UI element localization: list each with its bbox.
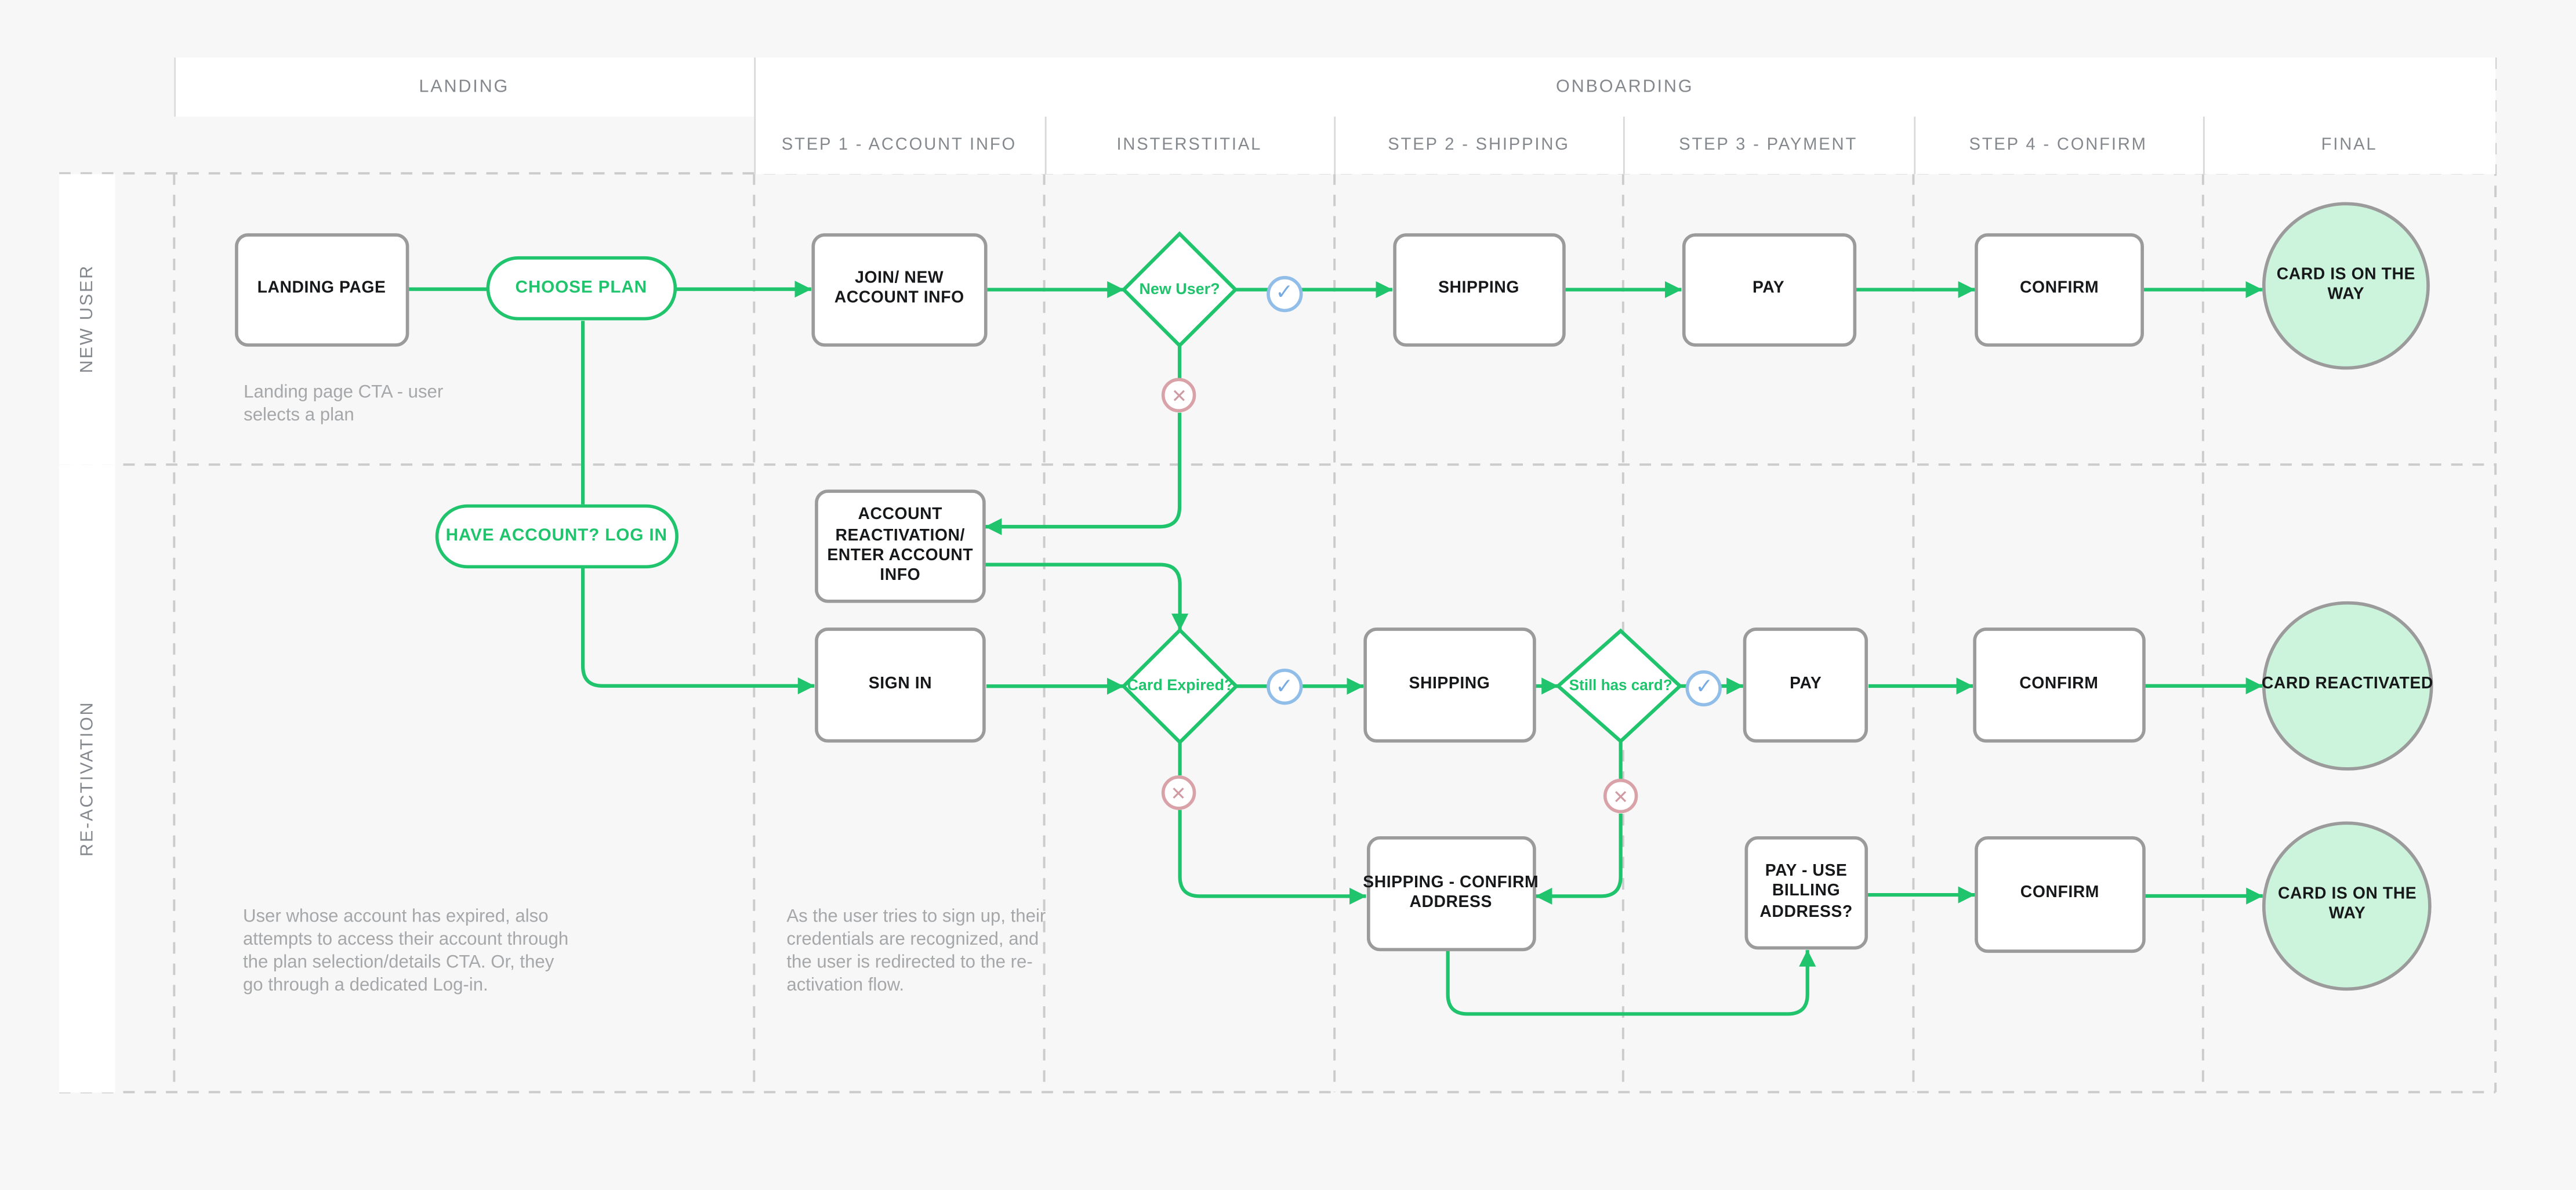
check-glyph: ✓	[1695, 675, 1714, 701]
column-header-interstitial: INSTERSTITIAL	[1116, 135, 1262, 154]
header-separator	[754, 57, 756, 173]
node-landing-page: LANDING PAGE	[235, 233, 408, 347]
lane-reactivation: RE-ACTIVATION	[59, 465, 115, 1093]
node-card-on-the-way-2: CARD IS ON THE WAY	[2262, 821, 2432, 991]
node-pay-use-billing: PAY - USE BILLING ADDRESS?	[1745, 836, 1868, 950]
no-cross-icon: ✕	[1603, 779, 1638, 814]
column-header-step3: STEP 3 - PAYMENT	[1679, 135, 1858, 154]
yes-check-icon: ✓	[1266, 275, 1302, 311]
node-card-on-the-way-1: CARD IS ON THE WAY	[2262, 202, 2430, 370]
column-header-step4: STEP 4 - CONFIRM	[1969, 135, 2147, 154]
node-pay-1: PAY	[1681, 233, 1856, 347]
lane-new-user: NEW USER	[59, 173, 115, 465]
node-pay-2: PAY	[1743, 628, 1868, 742]
cross-glyph: ✕	[1612, 785, 1629, 808]
no-cross-icon: ✕	[1162, 378, 1197, 413]
decision-diamonds	[1120, 231, 1683, 745]
node-card-expired-question: Card Expired?	[1127, 676, 1234, 694]
node-shipping-confirm-address: SHIPPING - CONFIRM ADDRESS	[1363, 837, 1539, 951]
annotation-redirect: As the user tries to sign up, their cred…	[786, 906, 1046, 996]
node-shipping-1: SHIPPING	[1392, 233, 1566, 347]
column-separator	[1913, 115, 1915, 173]
annotation-expired-user: User whose account has expired, also att…	[242, 906, 569, 996]
node-still-has-card-question: Still has card?	[1569, 677, 1672, 694]
no-cross-icon: ✕	[1161, 775, 1196, 810]
node-have-account-login: HAVE ACCOUNT? LOG IN	[435, 504, 679, 568]
node-join-new-account: JOIN/ NEW ACCOUNT INFO	[811, 233, 988, 347]
node-account-reactivation: ACCOUNT REACTIVATION/ ENTER ACCOUNT INFO	[815, 490, 985, 603]
column-header-step2: STEP 2 - SHIPPING	[1388, 135, 1570, 154]
column-separator	[2203, 115, 2205, 173]
header-onboarding: ONBOARDING	[1556, 77, 1694, 97]
node-confirm-2: CONFIRM	[1973, 628, 2145, 742]
column-separator	[1044, 115, 1046, 173]
column-header-final: FINAL	[2321, 135, 2378, 154]
column-separator	[1334, 115, 1336, 173]
cross-glyph: ✕	[1171, 384, 1188, 407]
annotation-landing-cta: Landing page CTA - user selects a plan	[244, 383, 444, 426]
node-choose-plan: CHOOSE PLAN	[485, 257, 677, 321]
node-shipping-2: SHIPPING	[1363, 628, 1536, 742]
node-card-reactivated: CARD REACTIVATED	[2262, 600, 2433, 771]
yes-check-icon: ✓	[1686, 669, 1722, 706]
column-separator	[1623, 115, 1625, 173]
check-glyph: ✓	[1275, 675, 1294, 700]
lane-new-user-label: NEW USER	[77, 264, 97, 373]
flow-connectors	[408, 281, 2263, 1016]
lane-reactivation-label: RE-ACTIVATION	[77, 700, 97, 857]
landing-header-cell	[174, 57, 754, 116]
yes-check-icon: ✓	[1266, 669, 1302, 706]
header-landing: LANDING	[419, 77, 510, 97]
check-glyph: ✓	[1275, 281, 1294, 306]
node-new-user-question: New User?	[1139, 280, 1220, 299]
card-expired-diamond-shape	[1120, 627, 1239, 745]
node-confirm-3: CONFIRM	[1975, 836, 2145, 952]
new-user-diamond-shape	[1121, 231, 1238, 349]
node-confirm-1: CONFIRM	[1975, 233, 2144, 347]
still-has-card-diamond-shape	[1555, 628, 1683, 744]
column-header-step1: STEP 1 - ACCOUNT INFO	[781, 135, 1017, 154]
cross-glyph: ✕	[1170, 781, 1187, 804]
node-sign-in: SIGN IN	[814, 628, 986, 742]
